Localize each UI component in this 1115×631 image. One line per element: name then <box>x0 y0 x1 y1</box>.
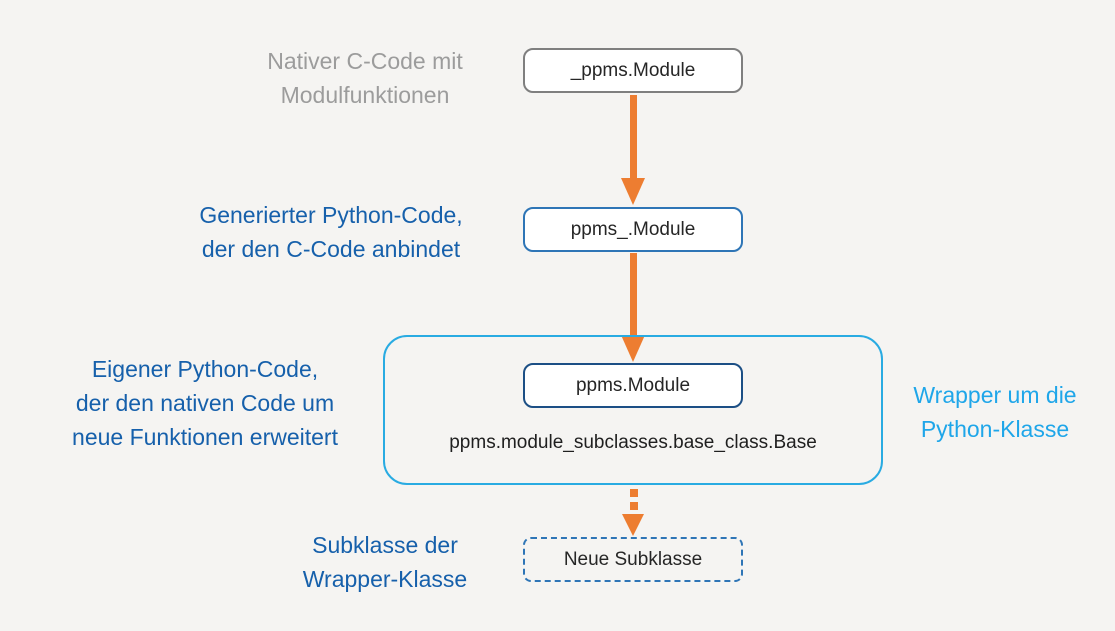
own-python-code-label-line3: neue Funktionen erweitert <box>72 424 338 450</box>
wrapper-class-container <box>383 335 883 485</box>
arrow-down-1-head-icon <box>621 178 645 205</box>
native-c-code-label-line1: Nativer C-Code mit <box>267 48 463 74</box>
native-module-box-label: _ppms.Module <box>570 59 696 81</box>
dashed-arrow-segment-2 <box>630 502 638 510</box>
generated-module-box: ppms_.Module <box>523 207 743 252</box>
new-subclass-box-label: Neue Subklasse <box>563 548 703 570</box>
generated-python-code-label: Generierter Python-Code, der den C-Code … <box>166 198 496 266</box>
subclass-wrapper-label: Subklasse der Wrapper-Klasse <box>285 528 485 596</box>
native-c-code-label: Nativer C-Code mit Modulfunktionen <box>220 44 510 112</box>
native-module-box: _ppms.Module <box>523 48 743 93</box>
wrapped-module-box-label: ppms.Module <box>575 374 691 396</box>
generated-python-code-label-line1: Generierter Python-Code, <box>199 202 463 228</box>
generated-module-box-label: ppms_.Module <box>570 218 696 240</box>
dashed-arrow-segment-1 <box>630 489 638 497</box>
wrapper-python-class-label: Wrapper um die Python-Klasse <box>895 378 1095 446</box>
dashed-arrow-head-icon <box>622 514 644 536</box>
arrow-down-1-shaft <box>630 95 637 178</box>
generated-python-code-label-line2: der den C-Code anbindet <box>201 236 461 262</box>
arrow-down-2-shaft <box>630 253 637 335</box>
own-python-code-label-line2: der den nativen Code um <box>75 390 335 416</box>
wrapper-subclass-path-text: ppms.module_subclasses.base_class.Base <box>449 432 817 453</box>
native-c-code-label-line2: Modulfunktionen <box>280 82 450 108</box>
wrapper-python-class-label-line1: Wrapper um die <box>913 382 1077 408</box>
subclass-wrapper-label-line2: Wrapper-Klasse <box>302 566 468 592</box>
subclass-wrapper-label-line1: Subklasse der <box>312 532 458 558</box>
wrapper-python-class-label-line2: Python-Klasse <box>920 416 1070 442</box>
new-subclass-box: Neue Subklasse <box>523 537 743 582</box>
wrapped-module-box: ppms.Module <box>523 363 743 408</box>
arrow-down-2-head-icon <box>621 335 645 362</box>
own-python-code-label-line1: Eigener Python-Code, <box>91 356 319 382</box>
own-python-code-label: Eigener Python-Code, der den nativen Cod… <box>30 352 380 454</box>
